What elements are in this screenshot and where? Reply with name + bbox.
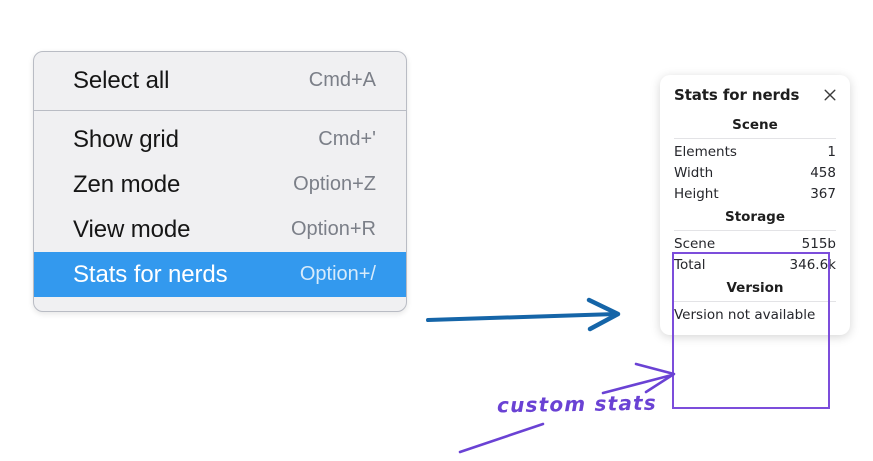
stats-panel-titlebar: Stats for nerds: [660, 86, 850, 104]
menu-item-shortcut: Option+/: [299, 263, 376, 285]
stats-for-nerds-panel: Stats for nerds Scene Elements 1 Width 4…: [660, 75, 850, 335]
menu-item-label: Zen mode: [73, 170, 181, 198]
section-title-version: Version: [726, 280, 784, 296]
stat-label: Total: [674, 256, 706, 273]
stat-value: 346.6k: [789, 256, 836, 273]
section-rule: [674, 230, 836, 231]
menu-item-view-mode[interactable]: View mode Option+R: [34, 207, 406, 252]
stat-row-elements: Elements 1: [674, 141, 836, 162]
section-rule: [674, 138, 836, 139]
stat-value: 1: [827, 143, 836, 160]
menu-item-shortcut: Cmd+A: [308, 69, 376, 91]
menu-item-shortcut: Option+Z: [293, 173, 376, 195]
stat-row-total-storage: Total 346.6k: [674, 254, 836, 275]
stat-label: Elements: [674, 143, 737, 160]
stat-label: Width: [674, 164, 714, 181]
menu-group-1: Select all Cmd+A: [34, 52, 406, 103]
purple-arrow: [601, 362, 676, 395]
version-not-available-text: Version not available: [674, 307, 816, 323]
stat-row-width: Width 458: [674, 162, 836, 183]
menu-item-label: View mode: [73, 215, 191, 243]
menu-divider: [34, 110, 406, 111]
stat-label: Scene: [674, 235, 716, 252]
menu-item-label: Select all: [73, 66, 170, 94]
context-menu[interactable]: Select all Cmd+A Show grid Cmd+' Zen mod…: [33, 51, 407, 312]
menu-group-2: Show grid Cmd+' Zen mode Option+Z View m…: [34, 111, 406, 311]
menu-item-label: Stats for nerds: [73, 260, 228, 288]
menu-item-label: Show grid: [73, 125, 179, 153]
close-icon[interactable]: [821, 86, 839, 104]
stat-value: 458: [810, 164, 836, 181]
menu-item-shortcut: Option+R: [290, 218, 376, 240]
stat-value: 515b: [801, 235, 836, 252]
stat-row-scene-storage: Scene 515b: [674, 233, 836, 254]
blue-arrow: [426, 297, 621, 332]
section-title-storage: Storage: [724, 209, 786, 225]
stats-panel-body: Scene Elements 1 Width 458 Height 367 St…: [660, 112, 850, 324]
purple-underline-stroke: [458, 422, 545, 454]
annotation-label-custom-stats: custom stats: [496, 390, 658, 418]
menu-item-show-grid[interactable]: Show grid Cmd+': [34, 117, 406, 162]
stat-row-height: Height 367: [674, 183, 836, 204]
stat-label: Height: [674, 185, 719, 202]
menu-item-select-all[interactable]: Select all Cmd+A: [34, 58, 406, 103]
section-rule: [674, 301, 836, 302]
menu-item-zen-mode[interactable]: Zen mode Option+Z: [34, 162, 406, 207]
stats-panel-title: Stats for nerds: [674, 86, 800, 104]
stat-value: 367: [810, 185, 836, 202]
menu-item-stats-for-nerds[interactable]: Stats for nerds Option+/: [34, 252, 406, 297]
section-title-scene: Scene: [732, 117, 778, 133]
menu-item-shortcut: Cmd+': [318, 128, 376, 150]
